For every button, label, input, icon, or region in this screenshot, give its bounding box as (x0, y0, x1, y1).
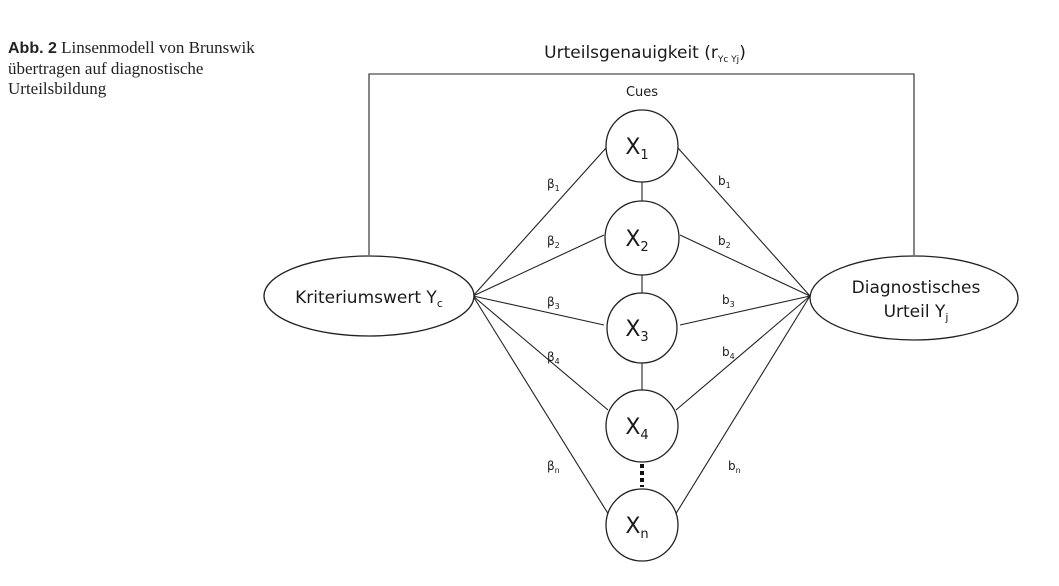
cue-circle-n (605, 488, 679, 562)
b-label-1: b1 (718, 174, 731, 190)
judgment-link-4 (675, 295, 811, 411)
beta-label-4: β4 (547, 350, 560, 366)
caption-text: Linsenmodell von Brunswik übertragen auf… (8, 38, 255, 98)
cue-circle-3 (606, 292, 678, 364)
criterion-label: Kriteriumswert Yc (295, 288, 443, 310)
beta-label-1: β1 (547, 177, 560, 193)
judgment-ellipse (809, 255, 1019, 341)
judgment-sub: j (944, 311, 948, 324)
beta-label-2: β2 (547, 234, 560, 250)
accuracy-title: Urteilsgenauigkeit (rYc Yj) (544, 43, 746, 65)
figure-caption: Abb. 2 Linsenmodell von Brunswik übertra… (8, 38, 258, 99)
criterion-link-2 (472, 234, 605, 297)
cue-circle-1 (605, 109, 679, 183)
criterion-link-4 (472, 295, 609, 411)
judgment-label-line1: Diagnostisches (852, 278, 981, 298)
judgment-text: Urteil Y (884, 302, 946, 322)
accuracy-title-close: ) (739, 43, 746, 63)
b-label-4: b4 (722, 345, 735, 361)
caption-label: Abb. 2 (8, 40, 57, 57)
judgment-label-line2: Urteil Yj (884, 302, 949, 324)
b-label-3: b3 (722, 293, 735, 309)
cues-label: Cues (626, 85, 658, 100)
criterion-link-n (472, 295, 613, 521)
accuracy-title-sub: Yc Yj (717, 55, 739, 65)
cue-label-2: X2 (625, 227, 648, 255)
cue-label-n: Xn (625, 514, 648, 542)
b-label-2: b2 (718, 234, 731, 250)
cue-circle-4 (605, 389, 679, 463)
judgment-link-2 (679, 234, 811, 297)
cue-label-1: X1 (625, 135, 648, 163)
cue-label-4: X4 (625, 415, 648, 443)
accuracy-bracket (368, 73, 915, 255)
criterion-link-1 (472, 147, 607, 297)
judgment-link-1 (677, 147, 811, 297)
accuracy-title-text: Urteilsgenauigkeit (r (544, 43, 718, 63)
cue-label-3: X3 (625, 317, 648, 345)
judgment-link-n (671, 295, 811, 521)
b-label-n: bn (728, 459, 741, 475)
criterion-link-3 (472, 295, 605, 326)
cue-circle-2 (604, 200, 680, 276)
criterion-ellipse (263, 255, 475, 337)
criterion-text: Kriteriumswert Y (295, 288, 437, 308)
judgment-link-3 (679, 295, 811, 326)
criterion-sub: c (437, 297, 443, 310)
beta-label-3: β3 (547, 295, 560, 311)
beta-label-n: βn (547, 459, 560, 475)
